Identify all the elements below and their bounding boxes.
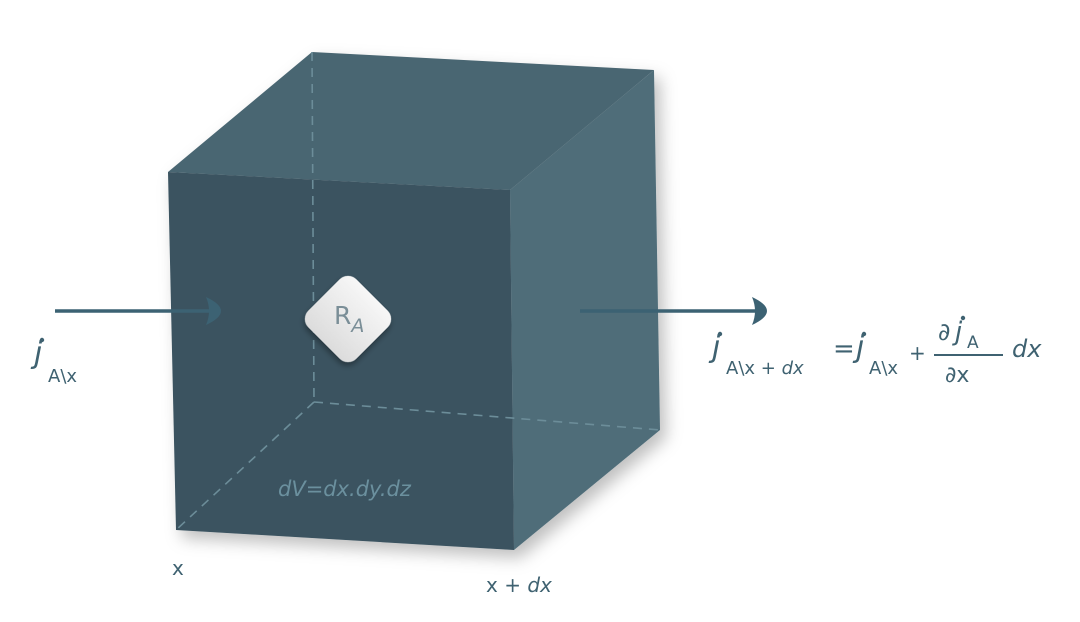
- inflow-flux-label: j A\x: [30, 336, 77, 387]
- outflow-lhs-subscript: A\x + dx: [726, 358, 804, 379]
- cube-front-face: [168, 172, 514, 550]
- outflow-arrow: [580, 297, 767, 325]
- svg-text:A: A: [967, 333, 979, 353]
- svg-text:A\x: A\x: [869, 358, 898, 379]
- hidden-edges: [175, 51, 661, 531]
- svg-text:A\x: A\x: [48, 366, 77, 387]
- svg-text:=: =: [833, 334, 855, 364]
- partial-derivative-fraction: ∂ j A ∂x: [934, 315, 1003, 388]
- svg-text:j: j: [952, 317, 963, 347]
- svg-text:∂x: ∂x: [945, 363, 969, 388]
- control-volume-cube: [168, 52, 660, 550]
- cube-top-face: [168, 52, 654, 190]
- axis-label-x-plus-dx: x + dx: [486, 573, 552, 597]
- inflow-arrow: [55, 297, 221, 325]
- svg-text:dx: dx: [1012, 335, 1042, 363]
- outflow-equation: j A\x + dx = j A\x + ∂ j A ∂x dx: [708, 315, 1042, 388]
- reaction-label-main: R: [334, 301, 351, 330]
- svg-text:+: +: [909, 341, 926, 365]
- svg-text:j: j: [852, 330, 865, 365]
- svg-text:j: j: [708, 330, 721, 365]
- reaction-label-sub: A: [349, 315, 364, 337]
- svg-text:RA: RA: [334, 301, 364, 337]
- svg-text:∂: ∂: [938, 318, 950, 346]
- reaction-badge: RA: [304, 275, 392, 363]
- volume-label: dV=dx.dy.dz: [278, 477, 412, 501]
- axis-label-x: x: [172, 556, 184, 580]
- svg-text:j: j: [30, 336, 43, 371]
